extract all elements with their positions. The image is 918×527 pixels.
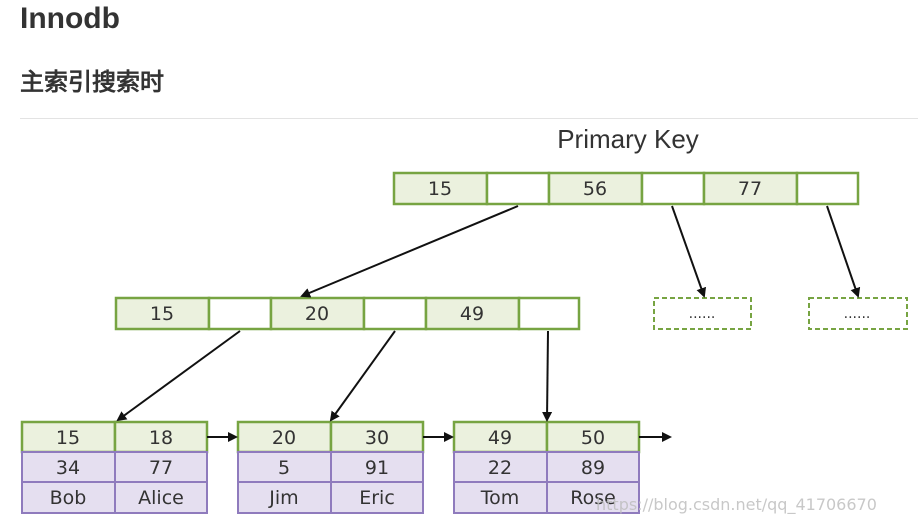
section-heading: 主索引搜索时 <box>20 68 164 96</box>
internal-key: 20 <box>305 303 329 325</box>
leaf-data-cell <box>546 481 640 514</box>
leaf-data-cell <box>330 481 424 514</box>
leaf-node: 15 18 34 77 Bob Alice <box>20 420 209 514</box>
leaf-key: 49 <box>488 427 512 449</box>
leaf-value: 5 <box>278 457 290 479</box>
leaf-value: 89 <box>581 457 605 479</box>
leaf-name: Alice <box>138 487 184 509</box>
placeholder-label: ...... <box>844 306 871 322</box>
leaf-name: Rose <box>570 487 616 509</box>
btree-diagram: Primary Key 15 56 77 15 20 49 <box>20 124 908 514</box>
root-key: 15 <box>428 178 452 200</box>
leaf-key: 30 <box>365 427 389 449</box>
pointer-arrows <box>116 205 861 442</box>
root-pointer-cell <box>485 171 551 206</box>
internal-key-cell <box>269 296 366 331</box>
leaf-key-cell <box>329 420 425 454</box>
leaf-name: Jim <box>268 487 298 509</box>
placeholder-box <box>808 297 908 330</box>
leaf-data-cell <box>21 481 116 514</box>
root-pointer-cell <box>795 171 860 206</box>
internal-pointer-cell <box>207 296 273 331</box>
placeholder-label: ...... <box>689 306 716 322</box>
root-key-cell <box>702 171 799 206</box>
leaf-value: 77 <box>149 457 173 479</box>
leaf-node: 20 30 5 91 Jim Eric <box>236 420 425 514</box>
leaf-key: 50 <box>581 427 605 449</box>
internal-node: 15 20 49 <box>114 296 581 331</box>
root-key: 56 <box>583 178 607 200</box>
page-title: Innodb <box>20 2 120 35</box>
leaf-node: 49 50 22 89 Tom Rose <box>452 420 641 514</box>
arrow-root-to-internal <box>300 205 519 298</box>
leaf-name: Eric <box>359 487 395 509</box>
leaf-key: 20 <box>272 427 296 449</box>
btree-figure: Primary Key 15 56 77 15 20 49 <box>20 118 918 527</box>
leaf-data-cell <box>453 451 548 483</box>
leaf-name: Bob <box>50 487 87 509</box>
leaf-value: 22 <box>488 457 512 479</box>
leaf-key: 15 <box>56 427 80 449</box>
root-key-cell <box>547 171 644 206</box>
leaf-key-cell <box>113 420 209 454</box>
internal-key: 49 <box>460 303 484 325</box>
arrow-internal-to-leaf <box>329 330 396 422</box>
root-pointer-cell <box>640 171 706 206</box>
placeholder-node: ...... <box>808 297 908 330</box>
leaf-data-cell <box>237 451 332 483</box>
leaf-value: 34 <box>56 457 80 479</box>
leaf-name: Tom <box>480 487 520 509</box>
root-key-cell <box>392 171 489 206</box>
leaf-data-cell <box>114 451 208 483</box>
internal-pointer-cell <box>362 296 428 331</box>
leaf-key: 18 <box>149 427 173 449</box>
arrow-internal-to-leaf <box>542 330 553 422</box>
leaf-data-cell <box>453 481 548 514</box>
placeholder-node: ...... <box>653 297 752 330</box>
arrow-root-to-placeholder <box>826 205 861 298</box>
placeholder-box <box>653 297 752 330</box>
watermark: https://blog.csdn.net/qq_41706670 <box>596 495 877 514</box>
leaf-value: 91 <box>365 457 389 479</box>
leaf-data-cell <box>114 481 208 514</box>
leaf-data-cell <box>237 481 332 514</box>
root-key: 77 <box>738 178 762 200</box>
internal-key: 15 <box>150 303 174 325</box>
leaf-data-cell <box>546 451 640 483</box>
arrow-internal-to-leaf <box>116 330 241 422</box>
arrow-root-to-placeholder <box>671 205 707 298</box>
diagram-title: Primary Key <box>557 124 699 154</box>
internal-pointer-cell <box>517 296 581 331</box>
root-node: 15 56 77 <box>392 171 860 206</box>
